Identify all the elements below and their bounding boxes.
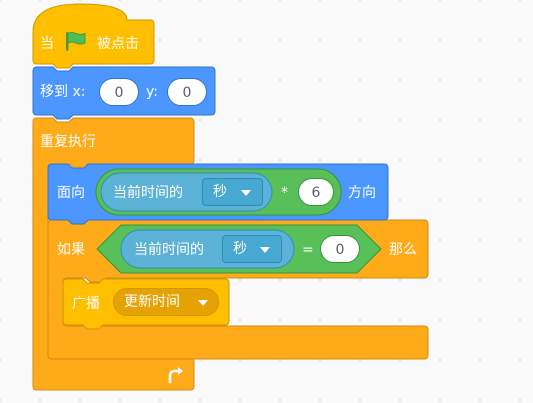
multiply-operator: * [281, 185, 288, 201]
broadcast-message-value: 更新时间 [124, 294, 180, 310]
hat-block [32, 3, 155, 69]
goto-y-label: y: [146, 84, 158, 100]
point-time-unit-dropdown[interactable]: 秒 [202, 178, 263, 206]
forever-label: 重复执行 [40, 134, 96, 150]
point-time-unit-value: 秒 [213, 184, 227, 200]
point-label: 面向 [57, 185, 85, 201]
forever-block[interactable] [33, 118, 193, 164]
chevron-down-icon [260, 247, 270, 253]
hat-label-clicked: 被点击 [97, 36, 139, 52]
broadcast-message-dropdown[interactable]: 更新时间 [113, 288, 219, 316]
goto-x-input[interactable]: 0 [99, 78, 139, 106]
equals-value-input[interactable]: 0 [320, 235, 360, 263]
chevron-down-icon [241, 190, 251, 196]
goto-label: 移到 x: [40, 84, 86, 100]
if-time-unit-value: 秒 [233, 241, 247, 257]
if-label: 如果 [57, 242, 85, 258]
if-then-label: 那么 [389, 242, 417, 258]
green-flag-icon [66, 32, 86, 51]
multiply-factor-input[interactable]: 6 [298, 178, 334, 206]
loop-arrow-icon [168, 367, 183, 384]
if-time-unit-dropdown[interactable]: 秒 [222, 235, 282, 263]
chevron-down-icon [198, 300, 208, 306]
equals-operator: = [302, 242, 314, 258]
when-flag-clicked-block[interactable] [33, 4, 154, 64]
goto-y-input[interactable]: 0 [167, 78, 207, 106]
hat-label-when: 当 [40, 36, 54, 52]
if-time-label: 当前时间的 [134, 242, 204, 258]
point-time-label: 当前时间的 [113, 185, 183, 201]
point-suffix: 方向 [348, 185, 376, 201]
broadcast-label: 广播 [72, 296, 100, 312]
